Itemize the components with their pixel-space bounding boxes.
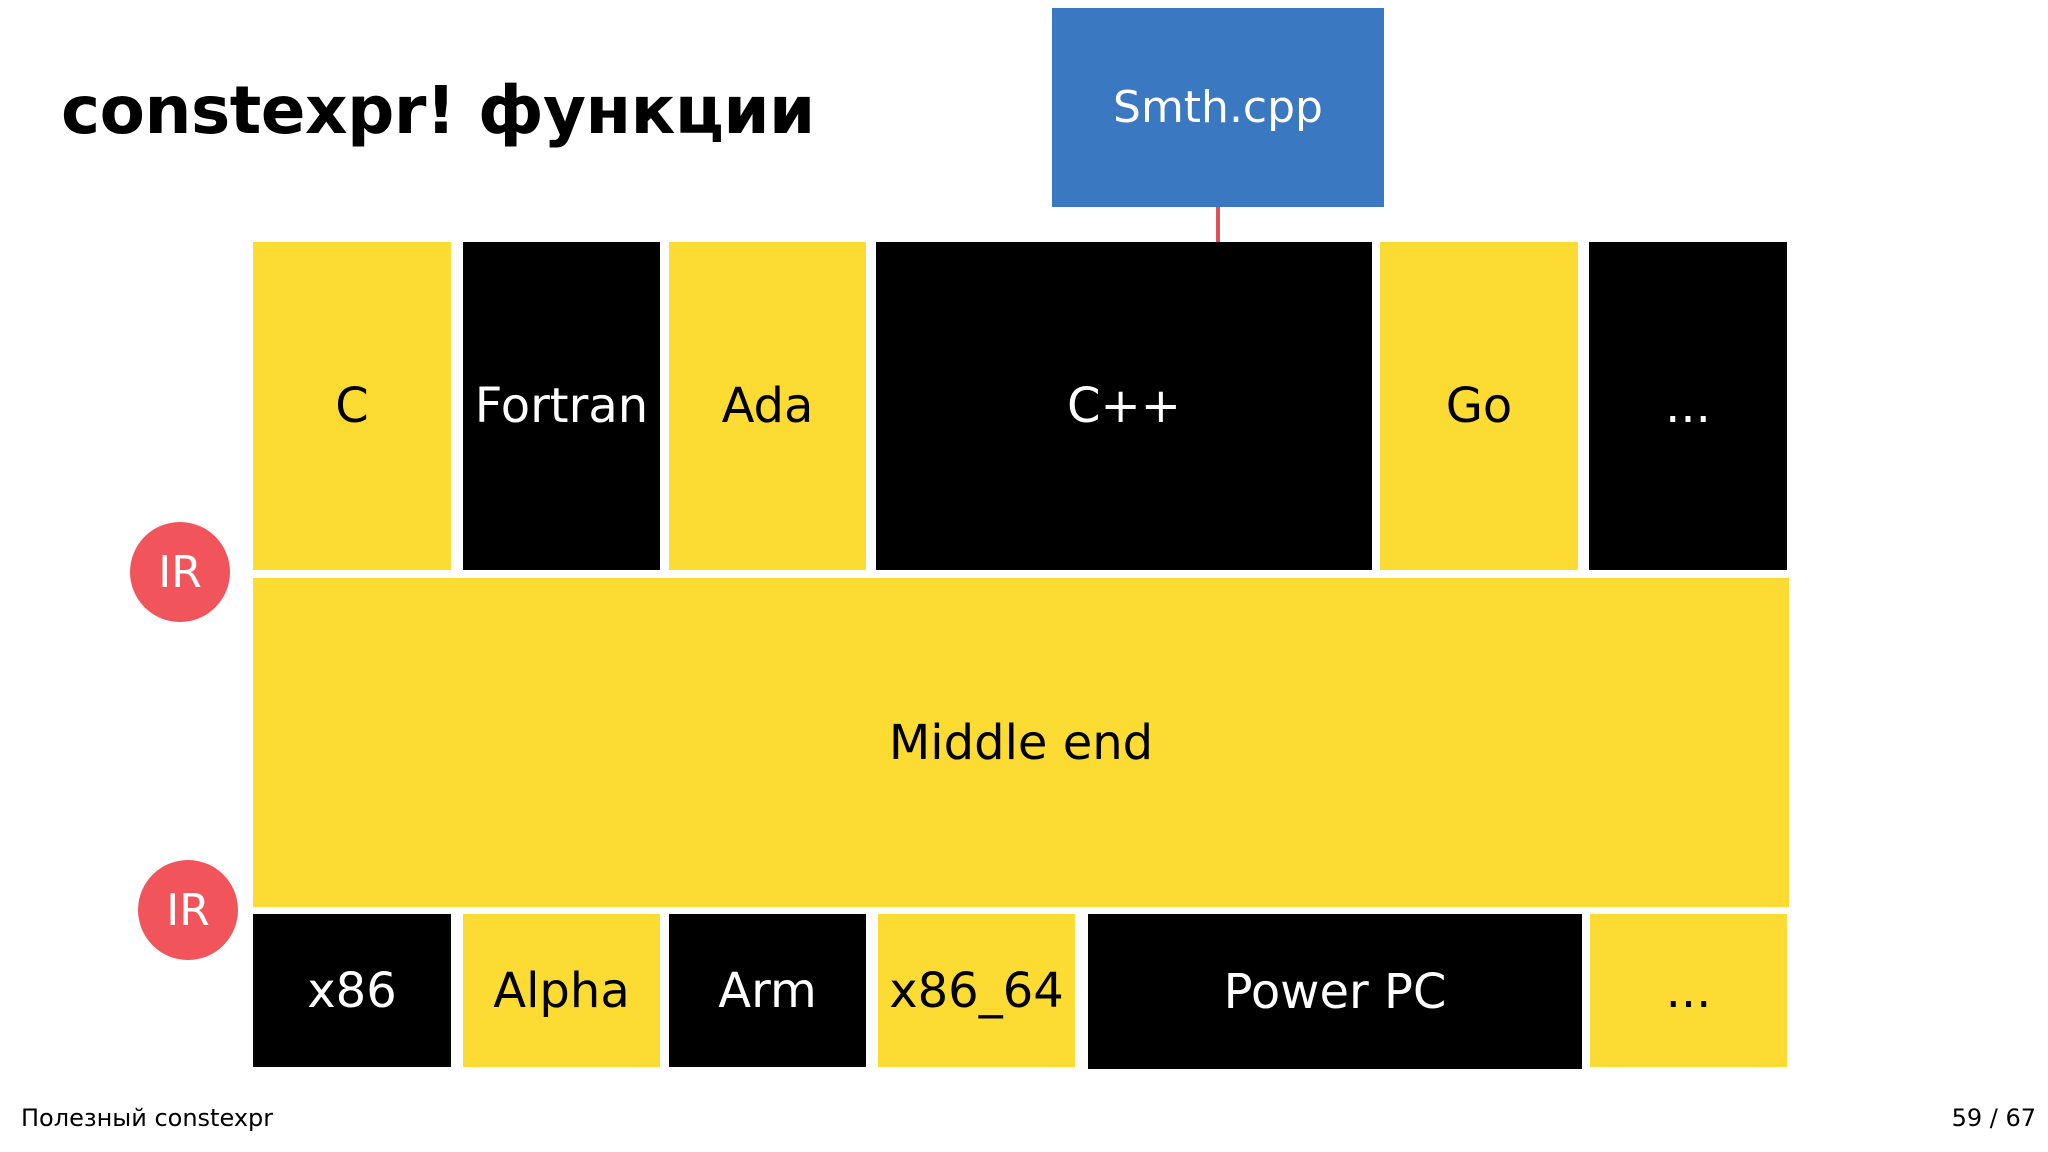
backend-alpha: Alpha: [463, 914, 660, 1067]
backend-more: ...: [1590, 914, 1787, 1067]
frontend-label: Fortran: [474, 378, 649, 434]
frontend-ada: Ada: [669, 242, 866, 570]
middle-end: Middle end: [253, 578, 1789, 907]
backend-label: Power PC: [1223, 963, 1447, 1020]
backend-label: Arm: [718, 962, 817, 1019]
footer-talk-title: Полезный constexpr: [21, 1104, 274, 1132]
backend-label: ...: [1665, 962, 1712, 1019]
backend-power-pc: Power PC: [1088, 914, 1582, 1069]
slide-title: constexpr! функции: [61, 72, 815, 149]
backend-x86-64: x86_64: [878, 914, 1075, 1067]
frontend-label: Go: [1445, 378, 1513, 434]
backend-arm: Arm: [669, 914, 866, 1067]
source-file-label: Smth.cpp: [1113, 82, 1323, 133]
source-file-box: Smth.cpp: [1052, 8, 1384, 207]
backend-label: Alpha: [493, 962, 630, 1019]
frontend-cpp: C++: [876, 242, 1372, 570]
frontend-c: C: [253, 242, 451, 570]
ir-label: IR: [158, 546, 202, 598]
frontend-label: Ada: [721, 378, 814, 434]
frontend-more: ...: [1589, 242, 1787, 570]
frontend-label: ...: [1665, 378, 1711, 434]
frontend-go: Go: [1380, 242, 1578, 570]
backend-x86: x86: [253, 914, 451, 1067]
frontend-label: C++: [1067, 378, 1181, 434]
backend-label: x86: [307, 962, 397, 1019]
ir-badge-bottom: IR: [138, 860, 238, 960]
backend-label: x86_64: [889, 962, 1064, 1019]
middle-end-label: Middle end: [888, 714, 1154, 771]
ir-label: IR: [166, 884, 210, 936]
frontend-label: C: [335, 378, 369, 434]
page-number: 59 / 67: [1951, 1104, 2036, 1132]
frontend-fortran: Fortran: [463, 242, 660, 570]
ir-badge-top: IR: [130, 522, 230, 622]
